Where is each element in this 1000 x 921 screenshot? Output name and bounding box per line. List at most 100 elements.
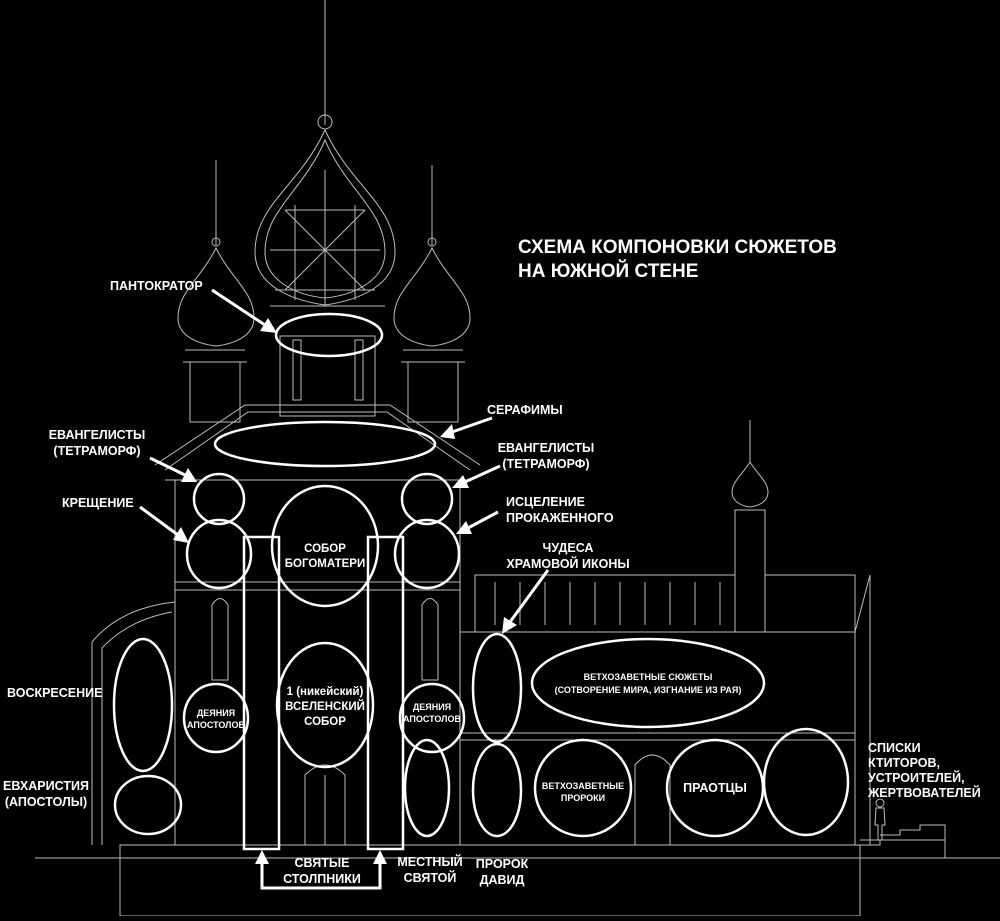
- arrowhead-stolpniki-right: [373, 850, 387, 864]
- vethozavetnye-syuzhety-ellipse: [530, 637, 766, 729]
- left-knob: [211, 237, 221, 247]
- figure-body: [874, 807, 886, 841]
- label-praottsy: ПРАОТЦЫ: [683, 781, 747, 795]
- mestny-svyatoy-ellipse: [403, 738, 451, 838]
- istselenie-circle: [393, 518, 461, 590]
- label-pantokrator: ПАНТОКРАТОР: [110, 279, 203, 293]
- refectory-end: [854, 574, 871, 845]
- label-spiski-2: КТИТОРОВ,: [868, 756, 940, 770]
- arrowhead-istselenie: [456, 521, 472, 534]
- label-mestny-2: СВЯТОЙ: [404, 870, 457, 885]
- pantokrator-ellipse: [274, 312, 384, 358]
- main-body: [174, 479, 461, 846]
- right-knob: [427, 237, 437, 247]
- voskresenie-ellipse: [112, 637, 174, 773]
- central-door: [304, 764, 346, 845]
- arrowhead-stolpniki-left: [255, 850, 269, 864]
- arrow-istselenie: [467, 510, 499, 530]
- kreshchenie-circle: [185, 518, 253, 590]
- label-chudesa-2: ХРАМОВОЙ ИКОНЫ: [506, 556, 629, 571]
- label-evkharistiya-2: (АПОСТОЛЫ): [5, 795, 87, 809]
- label-svyatye-1: СВЯТЫЕ: [295, 856, 350, 870]
- label-spiski-4: ЖЕРТВОВАТЕЛЕЙ: [867, 785, 981, 800]
- sobor-bogomateri-ellipse: [270, 484, 380, 608]
- main-roof-inner: [164, 411, 471, 471]
- stairs-right: [880, 824, 946, 858]
- deyaniya-right-circle: [398, 682, 466, 754]
- label-vselensky-3: СОБОР: [304, 716, 346, 728]
- label-evangelisty-left-2: (ТЕТРАМОРФ): [53, 444, 140, 458]
- label-deyaniya-right-2: АПОСТОЛОВ: [403, 714, 461, 724]
- label-vselensky-2: ВСЕЛЕНСКИЙ: [285, 700, 365, 713]
- label-istselenie-1: ИСЦЕЛЕНИЕ: [506, 495, 585, 509]
- label-istselenie-2: ПРОКАЖЕННОГО: [506, 511, 614, 525]
- text-labels: СХЕМА КОМПОНОВКИ СЮЖЕТОВ НА ЮЖНОЙ СТЕНЕ …: [3, 237, 981, 887]
- label-spiski-1: СПИСКИ: [868, 741, 921, 755]
- arrow-evangelist-right: [464, 464, 501, 484]
- figure-head: [875, 798, 885, 808]
- turret: [734, 509, 766, 633]
- spiski-ellipse: [762, 727, 850, 837]
- label-vethozavetnye-syuzhety-1: ВЕТХОЗАВЕТНЫЕ СЮЖЕТЫ: [584, 672, 713, 682]
- refectory-door: [634, 754, 671, 845]
- label-evangelisty-right-1: ЕВАНГЕЛИСТЫ: [498, 441, 595, 455]
- prorok-david-ellipse: [471, 742, 523, 838]
- main-roof: [154, 404, 481, 466]
- label-voskresenie: ВОСКРЕСЕНИЕ: [7, 686, 102, 700]
- balustrade-right: [764, 574, 856, 633]
- left-apse-inner: [101, 611, 173, 845]
- highlight-overlays: [112, 312, 850, 851]
- label-evangelisty-right-2: (ТЕТРАМОРФ): [502, 457, 589, 471]
- right-dome: [393, 246, 471, 347]
- label-deyaniya-right-1: ДЕЯНИЯ: [413, 702, 451, 712]
- label-mestny-1: МЕСТНЫЙ: [397, 854, 462, 869]
- label-vethozavetnye-syuzhety-2: (СОТВОРЕНИЕ МИРА, ИЗГНАНИЕ ИЗ РАЯ): [555, 685, 742, 695]
- window-left: [211, 598, 229, 681]
- label-vethozavetnye-proroki-2: ПРОРОКИ: [561, 793, 605, 803]
- deyaniya-left-circle: [182, 682, 250, 754]
- title-line-1: СХЕМА КОМПОНОВКИ СЮЖЕТОВ: [518, 237, 837, 258]
- label-kreshchenie: КРЕЩЕНИЕ: [62, 496, 134, 510]
- dome-scaffold: [270, 170, 380, 305]
- central-drum: [279, 335, 376, 417]
- left-dome: [177, 246, 255, 347]
- label-sobor-1: СОБОР: [304, 543, 346, 555]
- label-evkharistiya-1: ЕВХАРИСТИЯ: [3, 779, 89, 793]
- title-line-2: НА ЮЖНОЙ СТЕНЕ: [518, 260, 698, 282]
- left-apse: [91, 601, 176, 845]
- window-right: [421, 598, 439, 681]
- vethozavetnye-proroki-circle: [533, 738, 633, 838]
- turret-dome: [731, 461, 769, 508]
- arrow-pantokrator: [211, 288, 266, 327]
- chudesa-ellipse: [471, 632, 523, 744]
- label-chudesa-1: ЧУДЕСА: [543, 541, 594, 555]
- arrowhead-evangelist-left: [181, 468, 197, 482]
- evangelist-left-circle: [192, 472, 246, 526]
- arrow-serafimy: [451, 416, 493, 434]
- pointer-arrows: [139, 288, 550, 890]
- label-prorok-2: ДАВИД: [480, 873, 525, 887]
- church-elevation-drawing: [35, 0, 1000, 917]
- arrow-chudesa: [508, 569, 550, 623]
- label-deyaniya-left-2: АПОСТОЛОВ: [187, 720, 245, 730]
- central-knob: [317, 114, 333, 130]
- arrowhead-evangelist-right: [452, 475, 469, 488]
- balustrade-posts: [494, 582, 721, 625]
- stolpnik-right-rect: [366, 535, 405, 851]
- label-sobor-2: БОГОМАТЕРИ: [285, 558, 365, 570]
- arrow-evangelist-left: [149, 456, 186, 477]
- serafimy-ellipse: [213, 420, 437, 468]
- label-spiski-3: УСТРОИТЕЛЕЙ,: [868, 770, 965, 785]
- label-deyaniya-left-1: ДЕЯНИЯ: [197, 708, 235, 718]
- label-vethozavetnye-proroki-1: ВЕТХОЗАВЕТНЫЕ: [542, 781, 624, 791]
- right-drum: [407, 361, 459, 423]
- arrowhead-serafimy: [440, 424, 455, 439]
- arrowhead-kreshchenie: [173, 527, 189, 543]
- evangelist-right-circle: [400, 472, 454, 526]
- drum-window-l: [292, 339, 302, 401]
- evkharistiya-ellipse: [113, 774, 183, 836]
- arrowhead-pantokrator: [260, 318, 277, 333]
- drum-window-r: [354, 339, 364, 401]
